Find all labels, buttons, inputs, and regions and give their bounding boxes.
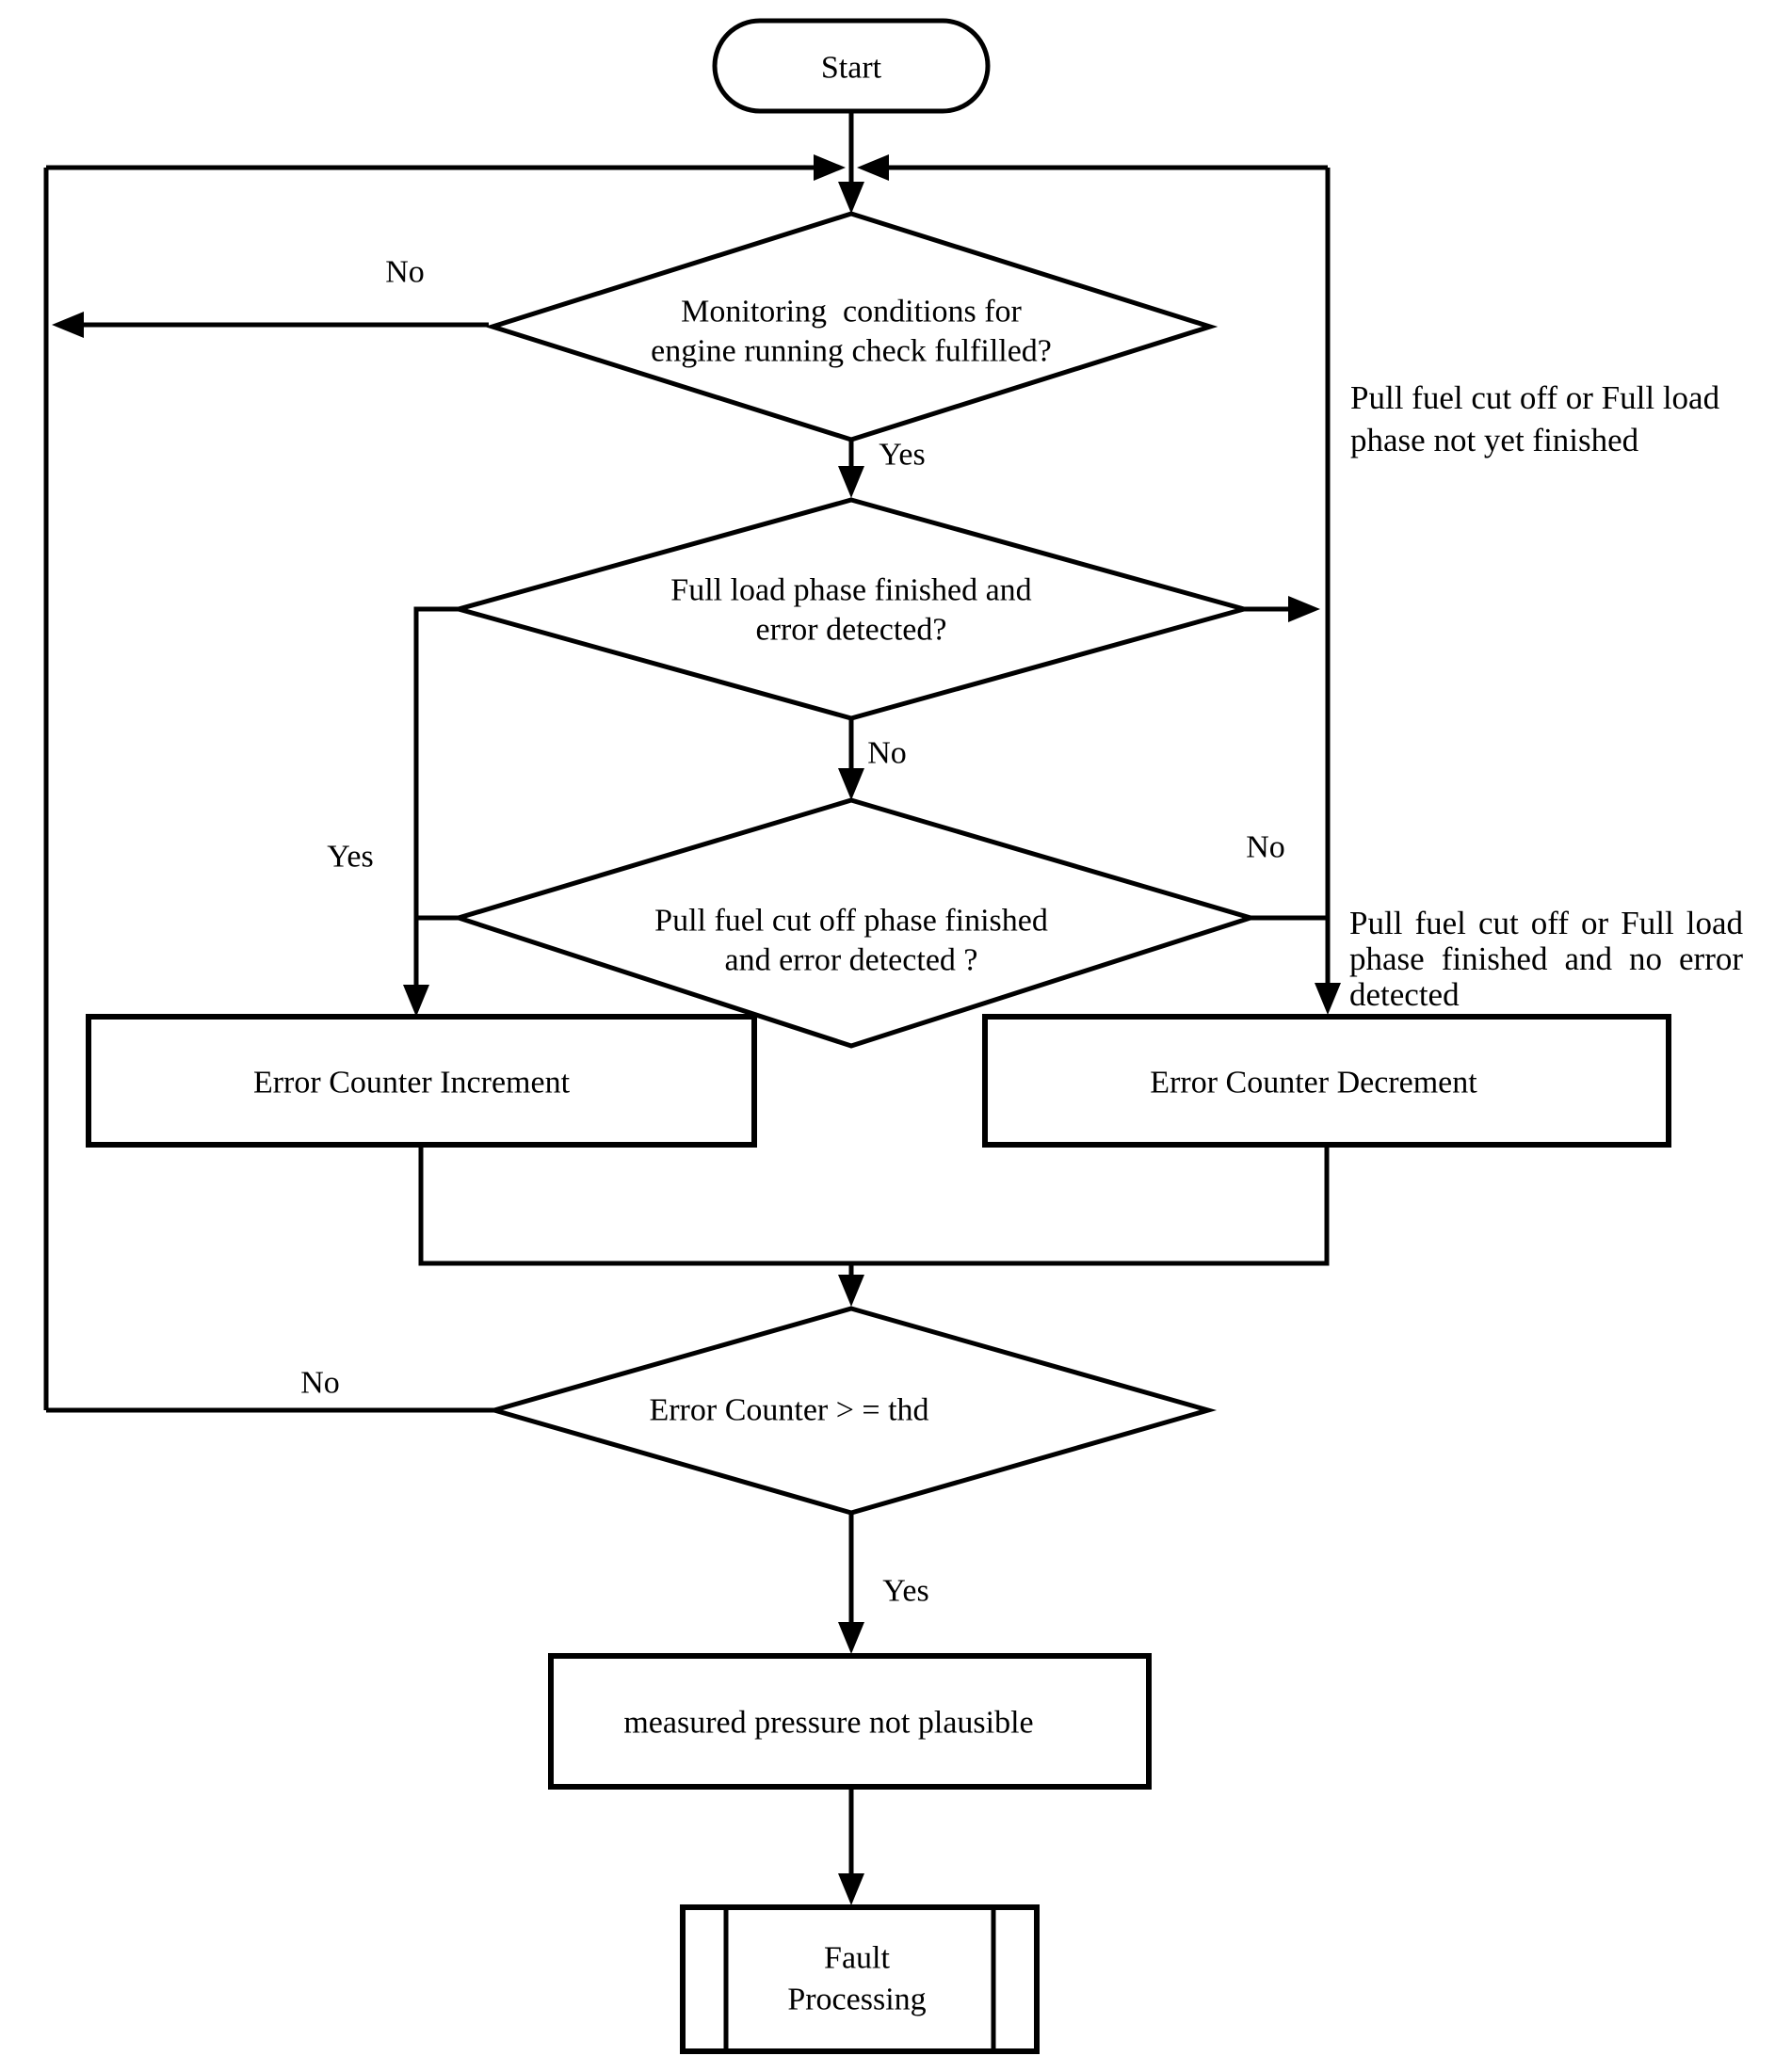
annotation-line: Pull fuel cut off or Full load [1350,379,1720,416]
arrowhead-left-icon [52,312,84,338]
process-rect-shape [548,1653,1152,1790]
arrowhead-down-icon [838,1275,864,1307]
arrowhead-down-icon [403,985,429,1017]
not-plausible-node: measured pressure not plausible [548,1653,1152,1790]
process-label: Error Counter Increment [253,1066,571,1100]
edge-loop-right-feed [857,154,1328,181]
decision-text-line1: Full load phase finished and [670,573,1031,608]
label-full-load-no: No [867,736,907,771]
process-label-line1: Fault [824,1941,890,1976]
edge-monitoring-yes [838,440,864,498]
start-terminator-shape [712,18,991,114]
decision-diamond-shape [449,497,1253,721]
arrowhead-down-icon [838,1873,864,1905]
process-label: Error Counter Decrement [1150,1066,1477,1100]
decision-text-line2: error detected? [756,613,947,648]
error-counter-increment-node: Error Counter Increment [86,1014,757,1148]
predefined-process-shape [680,1904,1040,2054]
edge-merge-line [418,1145,1330,1266]
arrowhead-down-icon [838,466,864,498]
decision-diamond-shape [485,1306,1218,1516]
arrowhead-down-icon [838,182,864,214]
monitoring-decision-node: Monitoring conditions for engine running… [484,211,1218,442]
arrowhead-left-icon [857,154,889,181]
edge-to-fault-processing [838,1787,864,1905]
edge-monitoring-no [52,312,489,338]
threshold-decision-node: Error Counter > = thd [485,1306,1218,1516]
process-label: measured pressure not plausible [623,1706,1033,1741]
edge-start-to-monitoring [838,111,864,214]
label-monitoring-yes: Yes [879,438,925,473]
annotation-line: Pull fuel cut off or Full load [1349,905,1743,941]
edge-threshold-yes [838,1513,864,1654]
annotation-no-error-detected: Pull fuel cut off or Full load phase fin… [1349,906,1743,1013]
label-pull-fuel-no: No [1246,830,1285,865]
arrowhead-down-icon [1315,983,1341,1015]
label-threshold-yes: Yes [882,1574,928,1609]
full-load-decision-node: Full load phase finished and error detec… [449,497,1253,721]
edge-merge-to-threshold [838,1263,864,1307]
pull-fuel-decision-node: Pull fuel cut off phase finished and err… [450,797,1259,1049]
decision-text-line1: Pull fuel cut off phase finished [654,904,1048,939]
edge-loop-left-feed [46,154,846,181]
arrowhead-down-icon [838,768,864,800]
decision-diamond-shape [450,797,1259,1049]
arrowhead-right-icon [814,154,846,181]
edge-fullload-right-to-loop [1244,596,1320,622]
arrowhead-right-icon [1288,596,1320,622]
label-monitoring-no: No [385,255,425,290]
label-threshold-no: No [300,1366,340,1401]
start-label: Start [821,51,882,86]
start-node: Start [712,18,991,114]
edge-line [413,606,459,987]
error-counter-decrement-node: Error Counter Decrement [982,1014,1671,1148]
edge-right-loop-to-decrement [1315,168,1341,1015]
process-label-line2: Processing [787,1983,926,2017]
process-rect-shape [982,1014,1671,1148]
decision-text-line2: engine running check fulfilled? [651,334,1052,369]
annotation-line: phase not yet finished [1350,422,1639,458]
arrowhead-down-icon [838,1622,864,1654]
annotation-line: detected [1349,976,1460,1013]
edge-fullload-yes-to-increment [403,606,459,1017]
edge-fullload-no [838,718,864,800]
process-rect-shape [86,1014,757,1148]
decision-text: Error Counter > = thd [649,1393,928,1428]
fault-processing-node: Fault Processing [680,1904,1040,2054]
annotation-not-yet-finished: Pull fuel cut off or Full load phase not… [1350,377,1755,461]
label-left-branch-yes: Yes [327,840,373,875]
decision-text-line1: Monitoring conditions for [681,295,1022,329]
annotation-line: phase finished and no error [1349,940,1743,977]
decision-diamond-shape [484,211,1218,442]
decision-text-line2: and error detected ? [725,943,978,978]
